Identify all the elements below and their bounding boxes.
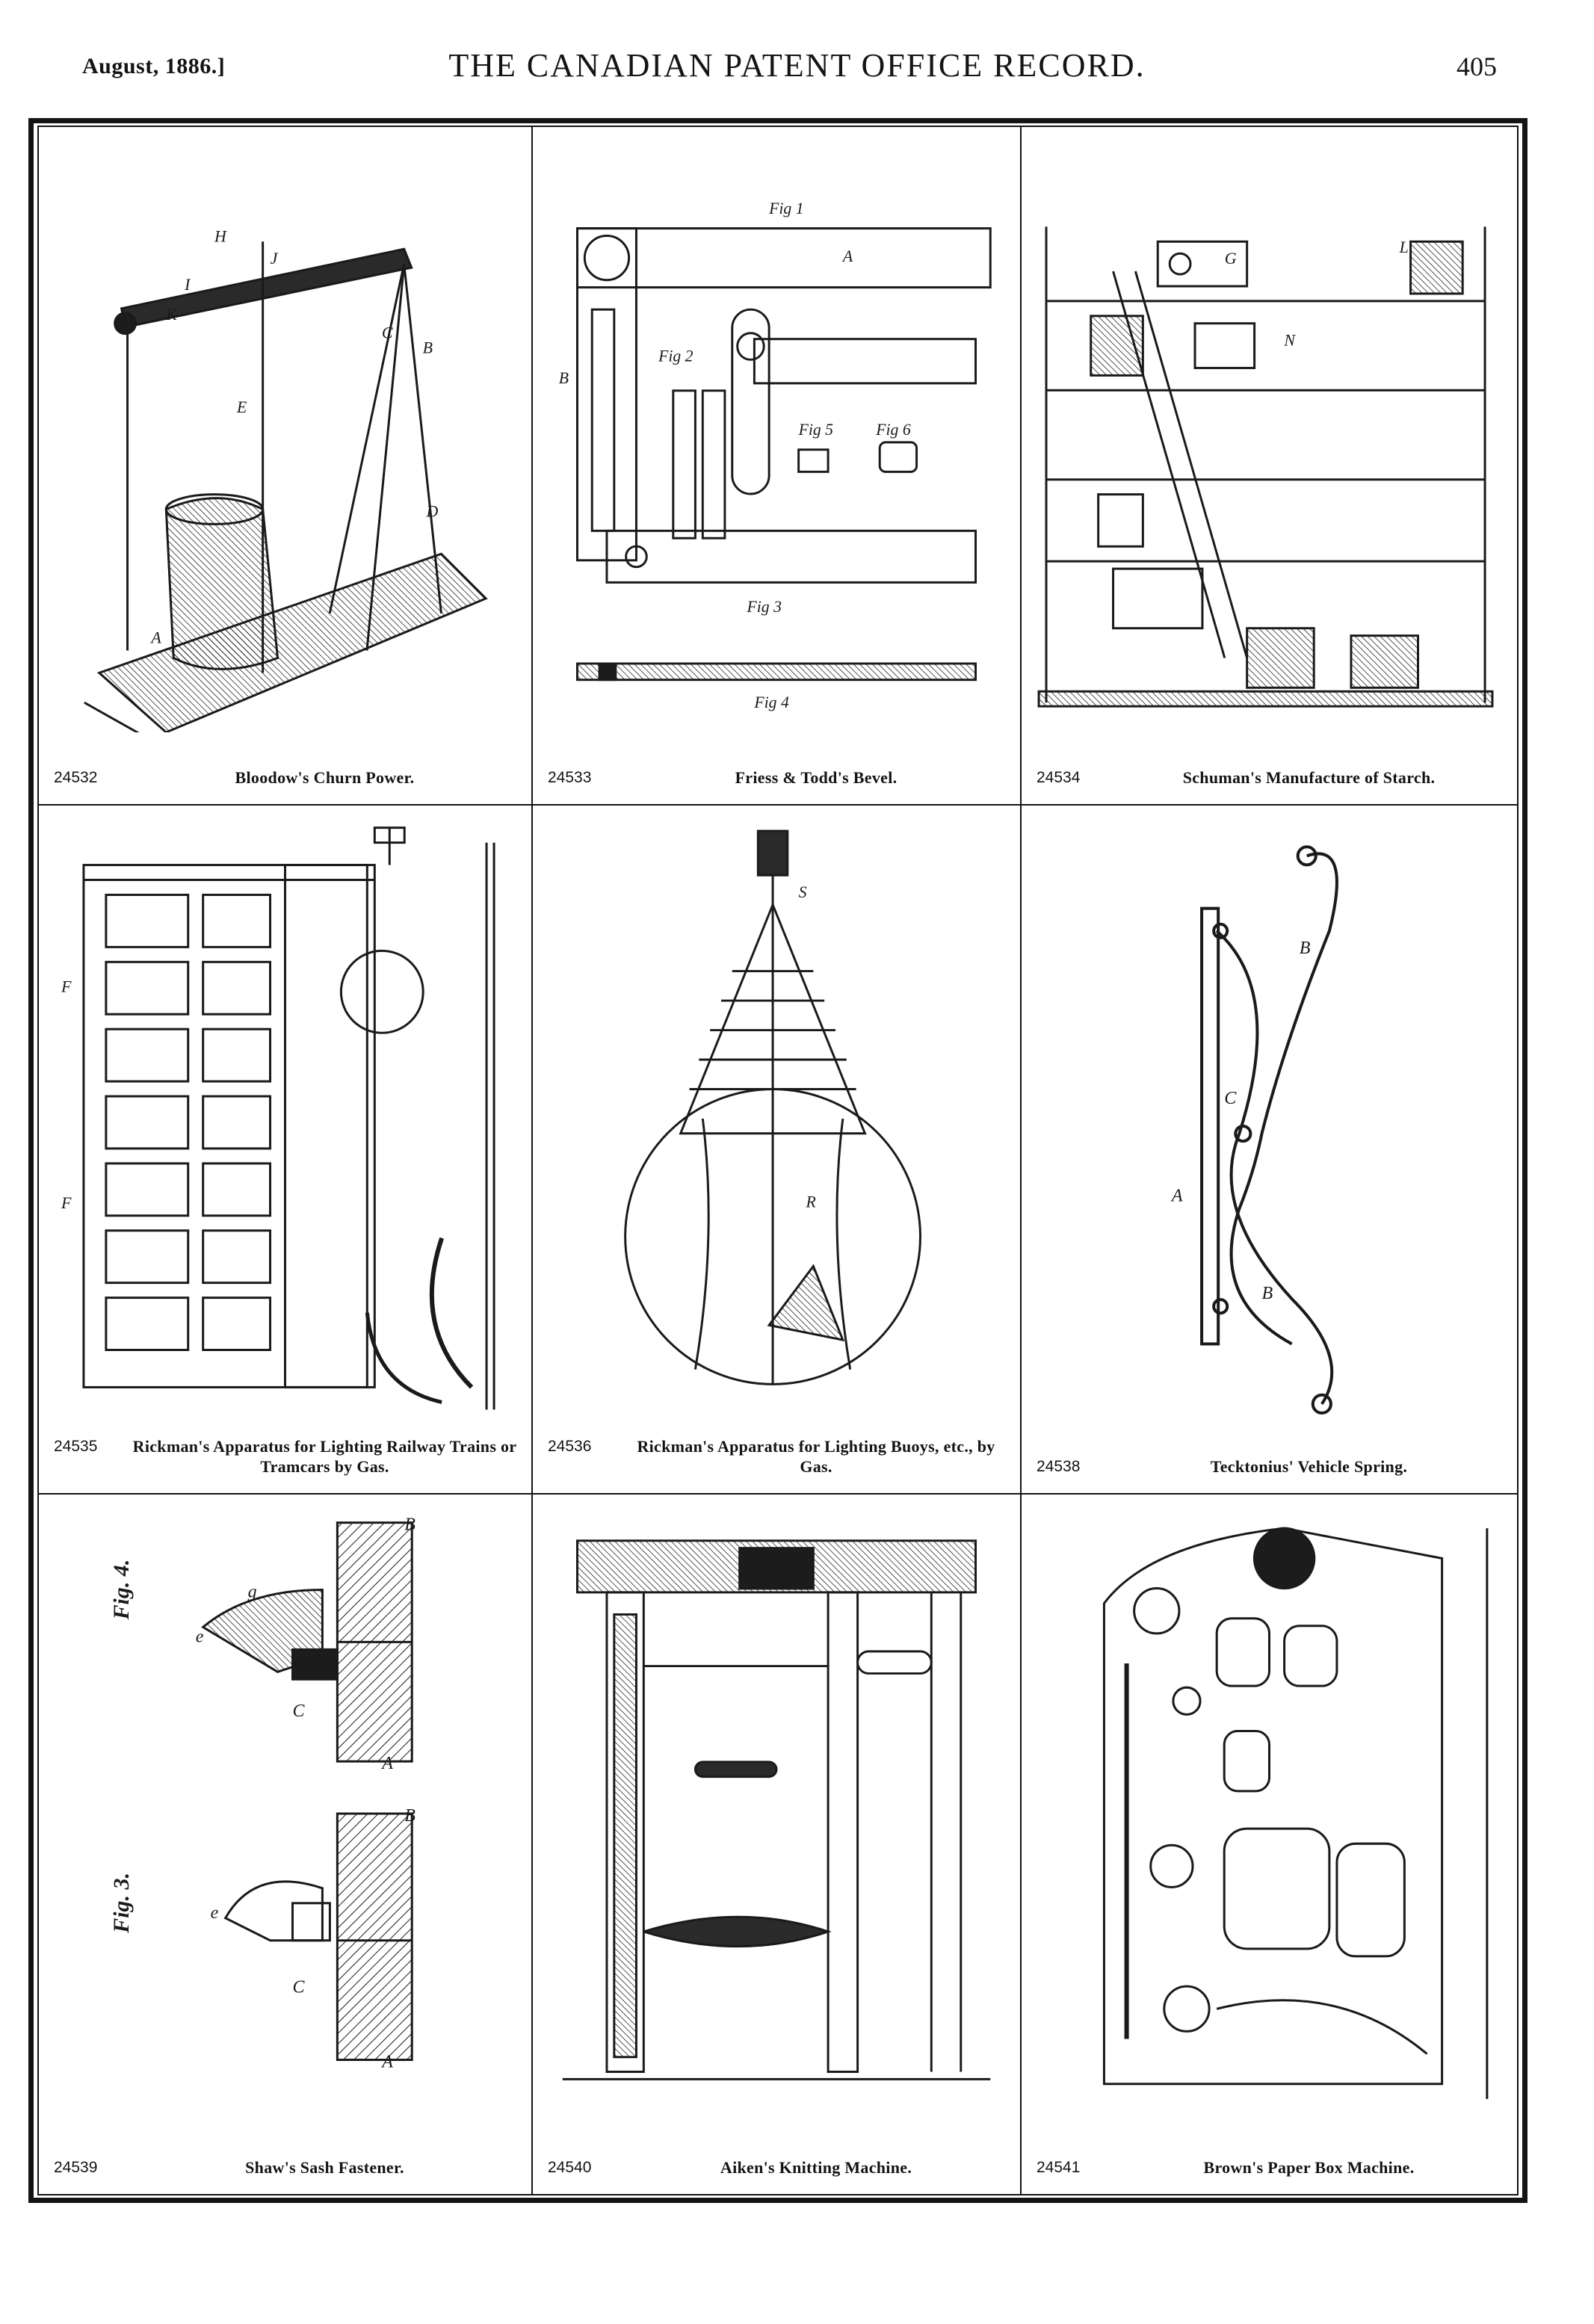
patent-cell-24539: Fig. 4. Fig. 3. B A C e g B A C e 24539 …	[39, 1495, 533, 2194]
svg-text:B: B	[1261, 1284, 1273, 1303]
svg-text:F: F	[61, 1193, 72, 1212]
svg-text:L: L	[1399, 238, 1409, 256]
bevel-drawing: Fig 1 Fig 2 Fig 5 Fig 6 Fig 3 Fig 4 A B	[548, 137, 1005, 732]
patent-cell-24532: H J I K E C B D A 24532 Bloodow's Churn …	[39, 127, 533, 806]
svg-text:H: H	[214, 226, 227, 245]
svg-text:C: C	[1224, 1089, 1237, 1108]
patent-title: Schuman's Manufacture of Starch.	[1182, 768, 1436, 787]
svg-text:B: B	[423, 339, 433, 357]
svg-text:Fig 2: Fig 2	[658, 347, 693, 365]
svg-text:C: C	[292, 1702, 305, 1721]
patent-number: 24538	[1037, 1458, 1081, 1475]
svg-text:Fig 3: Fig 3	[747, 598, 782, 616]
publication-title: THE CANADIAN PATENT OFFICE RECORD.	[448, 47, 1146, 84]
svg-text:A: A	[380, 1754, 393, 1773]
patent-number: 24536	[548, 1438, 592, 1455]
paper-box-machine-drawing	[1037, 1505, 1502, 2122]
patent-caption: 24538 Tecktonius' Vehicle Spring.	[1037, 1456, 1507, 1477]
svg-text:I: I	[184, 275, 191, 294]
svg-text:C: C	[382, 324, 393, 342]
svg-text:e: e	[211, 1903, 219, 1923]
svg-text:N: N	[1283, 331, 1296, 350]
patent-title: Brown's Paper Box Machine.	[1203, 2158, 1415, 2177]
patent-caption: 24532 Bloodow's Churn Power.	[54, 767, 521, 788]
patent-cell-24533: Fig 1 Fig 2 Fig 5 Fig 6 Fig 3 Fig 4 A B …	[533, 127, 1022, 806]
railway-carriage-drawing: F F	[54, 816, 516, 1421]
patent-number: 24539	[54, 2159, 98, 2176]
patent-caption: 24540 Aiken's Knitting Machine.	[548, 2157, 1010, 2178]
patent-cell-24535: F F 24535 Rickman's Apparatus for Lighti…	[39, 806, 533, 1495]
svg-text:S: S	[799, 883, 807, 901]
issue-date: August, 1886.]	[82, 54, 226, 78]
knitting-machine-drawing	[548, 1505, 1005, 2122]
inner-border	[37, 126, 1519, 2195]
patent-title: Shaw's Sash Fastener.	[245, 2158, 404, 2177]
svg-text:A: A	[841, 247, 853, 265]
patent-number: 24535	[54, 1438, 98, 1455]
svg-text:Fig 4: Fig 4	[753, 693, 789, 711]
patent-title: Rickman's Apparatus for Lighting Railway…	[132, 1437, 517, 1476]
svg-text:Fig. 4.: Fig. 4.	[109, 1560, 134, 1621]
patent-number: 24540	[548, 2159, 592, 2176]
svg-text:J: J	[271, 249, 279, 268]
svg-text:A: A	[149, 628, 161, 647]
patent-cell-24534: G N L 24534 Schuman's Manufacture of Sta…	[1022, 127, 1517, 806]
svg-text:D: D	[426, 501, 439, 520]
svg-text:E: E	[236, 398, 247, 416]
svg-text:F: F	[61, 977, 72, 995]
patent-number: 24534	[1037, 769, 1081, 786]
svg-text:K: K	[165, 305, 178, 324]
page-number: 405	[1456, 52, 1497, 81]
patent-cell-24540: 24540 Aiken's Knitting Machine.	[533, 1495, 1022, 2194]
svg-text:A: A	[1170, 1187, 1183, 1206]
patent-title: Bloodow's Churn Power.	[235, 768, 415, 787]
vehicle-spring-drawing: B C A B	[1037, 816, 1502, 1421]
svg-text:C: C	[292, 1978, 305, 1997]
patent-caption: 24535 Rickman's Apparatus for Lighting R…	[54, 1436, 521, 1477]
patent-caption: 24536 Rickman's Apparatus for Lighting B…	[548, 1436, 1010, 1477]
svg-text:Fig 1: Fig 1	[768, 200, 803, 217]
buoy-drawing: S R	[548, 816, 1005, 1421]
patent-title: Friess & Todd's Bevel.	[735, 768, 898, 787]
svg-text:Fig 6: Fig 6	[875, 421, 911, 439]
svg-text:B: B	[1300, 939, 1311, 958]
patent-cell-24538: B C A B 24538 Tecktonius' Vehicle Spring…	[1022, 806, 1517, 1495]
svg-text:B: B	[404, 1806, 416, 1826]
sash-fastener-drawing: Fig. 4. Fig. 3. B A C e g B A C e	[54, 1505, 516, 2122]
patent-cell-24536: S R 24536 Rickman's Apparatus for Lighti…	[533, 806, 1022, 1495]
patent-cell-24541: 24541 Brown's Paper Box Machine.	[1022, 1495, 1517, 2194]
patent-caption: 24541 Brown's Paper Box Machine.	[1037, 2157, 1507, 2178]
patent-title: Aiken's Knitting Machine.	[720, 2158, 912, 2177]
svg-text:R: R	[805, 1193, 815, 1211]
outer-border	[28, 118, 1527, 2203]
patent-caption: 24534 Schuman's Manufacture of Starch.	[1037, 767, 1507, 788]
patent-caption: 24539 Shaw's Sash Fastener.	[54, 2157, 521, 2178]
svg-text:g: g	[248, 1582, 257, 1601]
patent-grid: H J I K E C B D A 24532 Bloodow's Churn …	[39, 127, 1517, 2194]
svg-text:G: G	[1225, 249, 1237, 268]
svg-text:Fig. 3.: Fig. 3.	[109, 1873, 134, 1934]
svg-text:A: A	[380, 2052, 393, 2071]
churn-power-drawing: H J I K E C B D A	[54, 137, 516, 732]
svg-text:e: e	[196, 1627, 204, 1646]
patent-title: Rickman's Apparatus for Lighting Buoys, …	[637, 1437, 995, 1476]
svg-text:B: B	[559, 369, 569, 387]
patent-number: 24541	[1037, 2159, 1081, 2176]
patent-title: Tecktonius' Vehicle Spring.	[1210, 1457, 1408, 1476]
patent-caption: 24533 Friess & Todd's Bevel.	[548, 767, 1010, 788]
page-header: August, 1886.] THE CANADIAN PATENT OFFIC…	[0, 0, 1594, 105]
patent-number: 24532	[54, 769, 98, 786]
patent-number: 24533	[548, 769, 592, 786]
svg-text:Fig 5: Fig 5	[798, 421, 834, 439]
svg-text:B: B	[404, 1515, 416, 1535]
starch-factory-drawing: G N L	[1037, 137, 1502, 732]
